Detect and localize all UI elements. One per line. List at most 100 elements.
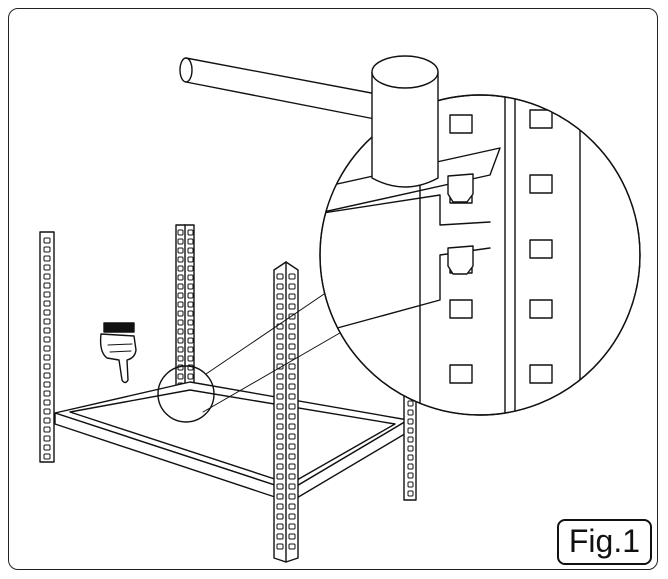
upright-hole: [276, 403, 284, 410]
upright-hole: [288, 513, 296, 520]
upright-hole: [276, 523, 284, 530]
upright-hole: [288, 463, 296, 470]
upright-hole: [276, 333, 284, 340]
upright-hole: [407, 400, 414, 407]
upright-hole: [43, 255, 51, 262]
upright-hole: [187, 310, 194, 317]
upright-hole: [43, 399, 51, 406]
upright-hole: [187, 355, 194, 362]
upright-hole: [177, 265, 184, 272]
upright-hole: [43, 246, 51, 253]
upright-hole: [43, 435, 51, 442]
upright-hole: [407, 454, 414, 461]
upright-hole: [43, 300, 51, 307]
upright-hole: [43, 345, 51, 352]
upright-slot: [449, 114, 473, 134]
upright-hole: [276, 493, 284, 500]
upright-hole: [43, 336, 51, 343]
upright-right-back: [403, 387, 417, 501]
upright-hole: [187, 292, 194, 299]
upright-hole: [43, 327, 51, 334]
upright-hole: [43, 309, 51, 316]
upright-hole: [276, 483, 284, 490]
upright-hole: [43, 417, 51, 424]
upright-slot: [529, 109, 553, 129]
upright-hole: [177, 328, 184, 335]
upright-hole: [288, 443, 296, 450]
upright-hole: [276, 543, 284, 550]
upright-hole: [288, 353, 296, 360]
upright-slot: [529, 299, 553, 319]
upright-hole: [288, 343, 296, 350]
upright-slot: [529, 364, 553, 384]
upright-hole: [177, 373, 184, 380]
upright-hole: [288, 293, 296, 300]
upright-hole: [276, 473, 284, 480]
upright-hole: [407, 436, 414, 443]
upright-hole: [288, 453, 296, 460]
upright-hole: [276, 533, 284, 540]
upright-hole: [276, 443, 284, 450]
upright-hole: [187, 319, 194, 326]
upright-hole: [276, 353, 284, 360]
upright-hole: [43, 453, 51, 460]
upright-hole: [177, 310, 184, 317]
upright-hole: [288, 483, 296, 490]
upright-hole: [43, 264, 51, 271]
pointing-hand-icon: [99, 322, 137, 384]
upright-hole: [288, 283, 296, 290]
upright-hole: [43, 426, 51, 433]
upright-slot: [449, 364, 473, 384]
upright-hole: [288, 433, 296, 440]
upright-hole: [177, 229, 184, 236]
upright-hole: [43, 273, 51, 280]
upright-hole: [288, 363, 296, 370]
upright-hole: [288, 273, 296, 280]
upright-hole: [288, 413, 296, 420]
upright-hole: [276, 293, 284, 300]
upright-hole: [288, 323, 296, 330]
upright-hole: [288, 313, 296, 320]
upright-hole: [276, 393, 284, 400]
upright-hole: [276, 423, 284, 430]
upright-hole: [187, 301, 194, 308]
upright-left-back: [39, 231, 55, 463]
upright-hole: [187, 283, 194, 290]
upright-hole: [288, 393, 296, 400]
upright-hole: [43, 237, 51, 244]
upright-hole: [43, 444, 51, 451]
upright-hole: [177, 274, 184, 281]
upright-hole: [407, 463, 414, 470]
upright-hole: [187, 229, 194, 236]
upright-hole: [43, 318, 51, 325]
upright-hole: [407, 445, 414, 452]
upright-hole: [276, 343, 284, 350]
upright-hole: [276, 503, 284, 510]
upright-hole: [276, 463, 284, 470]
upright-hole: [43, 381, 51, 388]
upright-hole: [288, 533, 296, 540]
upright-hole: [288, 523, 296, 530]
upright-hole: [187, 337, 194, 344]
upright-hole: [177, 238, 184, 245]
upright-hole: [177, 346, 184, 353]
upright-hole: [288, 333, 296, 340]
upright-hole: [177, 247, 184, 254]
upright-hole: [288, 503, 296, 510]
upright-hole: [43, 408, 51, 415]
upright-hole: [43, 390, 51, 397]
upright-hole: [187, 346, 194, 353]
upright-hole: [276, 513, 284, 520]
upright-hole: [276, 453, 284, 460]
upright-hole: [177, 337, 184, 344]
upright-hole: [288, 543, 296, 550]
upright-hole: [177, 355, 184, 362]
upright-hole: [288, 303, 296, 310]
upright-hole: [43, 291, 51, 298]
upright-hole: [187, 373, 194, 380]
detail-callout-circle: [157, 289, 346, 423]
upright-hole: [177, 292, 184, 299]
upright-hole: [43, 282, 51, 289]
upright-hole: [407, 409, 414, 416]
